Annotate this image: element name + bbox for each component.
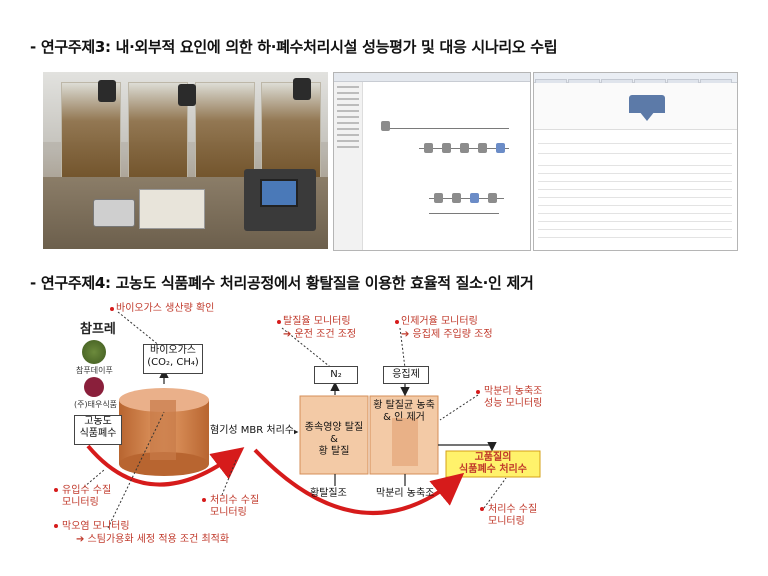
company-logo-2-icon — [82, 340, 106, 364]
process-simulator-window — [333, 72, 531, 251]
denitrification-monitor-label: 탈질율 모니터링 — [283, 316, 351, 327]
anaerobic-mbr-reactor — [119, 388, 209, 476]
lab-reactor-photo — [43, 72, 328, 249]
fouling-monitor-label: 막오염 모니터링 — [62, 521, 130, 532]
company-logo-2: 참푸데이푸 — [76, 366, 113, 375]
treated-monitor-label-2: 처리수 수질 모니터링 — [488, 504, 538, 527]
company-logo-1: 참프레 — [80, 322, 116, 337]
company-logo-3-icon — [84, 377, 104, 397]
p-removal-monitor-label: 인제거율 모니터링 — [401, 316, 478, 327]
coagulant-adjust-label: ➔ 응집제 주입량 조정 — [401, 329, 493, 340]
clarifier-results-window — [533, 72, 738, 251]
n2-box: N₂ — [314, 366, 358, 384]
denitrification-text: 종속영양 탈질 & 황 탈질 — [304, 422, 364, 457]
coagulant-box: 응집제 — [383, 366, 429, 384]
sulfur-denit-tank-label: 황탈질조 — [310, 488, 347, 499]
high-conc-wastewater-box: 고농도 식품폐수 — [74, 415, 122, 445]
topic4-heading: - 연구주제4: 고농도 식품폐수 처리공정에서 황탈질을 이용한 효율적 질소… — [30, 274, 534, 292]
membrane-monitor-label: 막분리 농축조 성능 모니터링 — [484, 386, 543, 409]
company-logo-3: (주)태우식품 — [74, 400, 118, 409]
concentration-text: 황 탈질균 농축 & 인 제거 — [373, 400, 435, 423]
high-quality-output-box — [445, 450, 541, 478]
steam-cleaning-label: ➔ 스팀가용화 세정 적용 조건 최적화 — [76, 534, 230, 545]
mbr-effluent-label: 혐기성 MBR 처리수 — [210, 425, 294, 437]
topic3-heading: - 연구주제3: 내·외부적 요인에 의한 하·폐수처리시설 성능평가 및 대응… — [30, 38, 558, 56]
influent-monitor-label: 유입수 수질 모니터링 — [62, 485, 112, 508]
biogas-check-label: 바이오가스 생산량 확인 — [116, 303, 215, 314]
treated-monitor-label-1: 처리수 수질 모니터링 — [210, 495, 260, 518]
membrane-tank-label: 막분리 농축조 — [376, 488, 435, 499]
denitrification-box — [299, 395, 369, 475]
operation-adjust-label: ➔ 운전 조건 조정 — [283, 329, 357, 340]
high-quality-output-label: 고품질의 식품폐수 처리수 — [459, 452, 527, 475]
biogas-box: 바이오가스 (CO₂, CH₄) — [143, 344, 203, 374]
